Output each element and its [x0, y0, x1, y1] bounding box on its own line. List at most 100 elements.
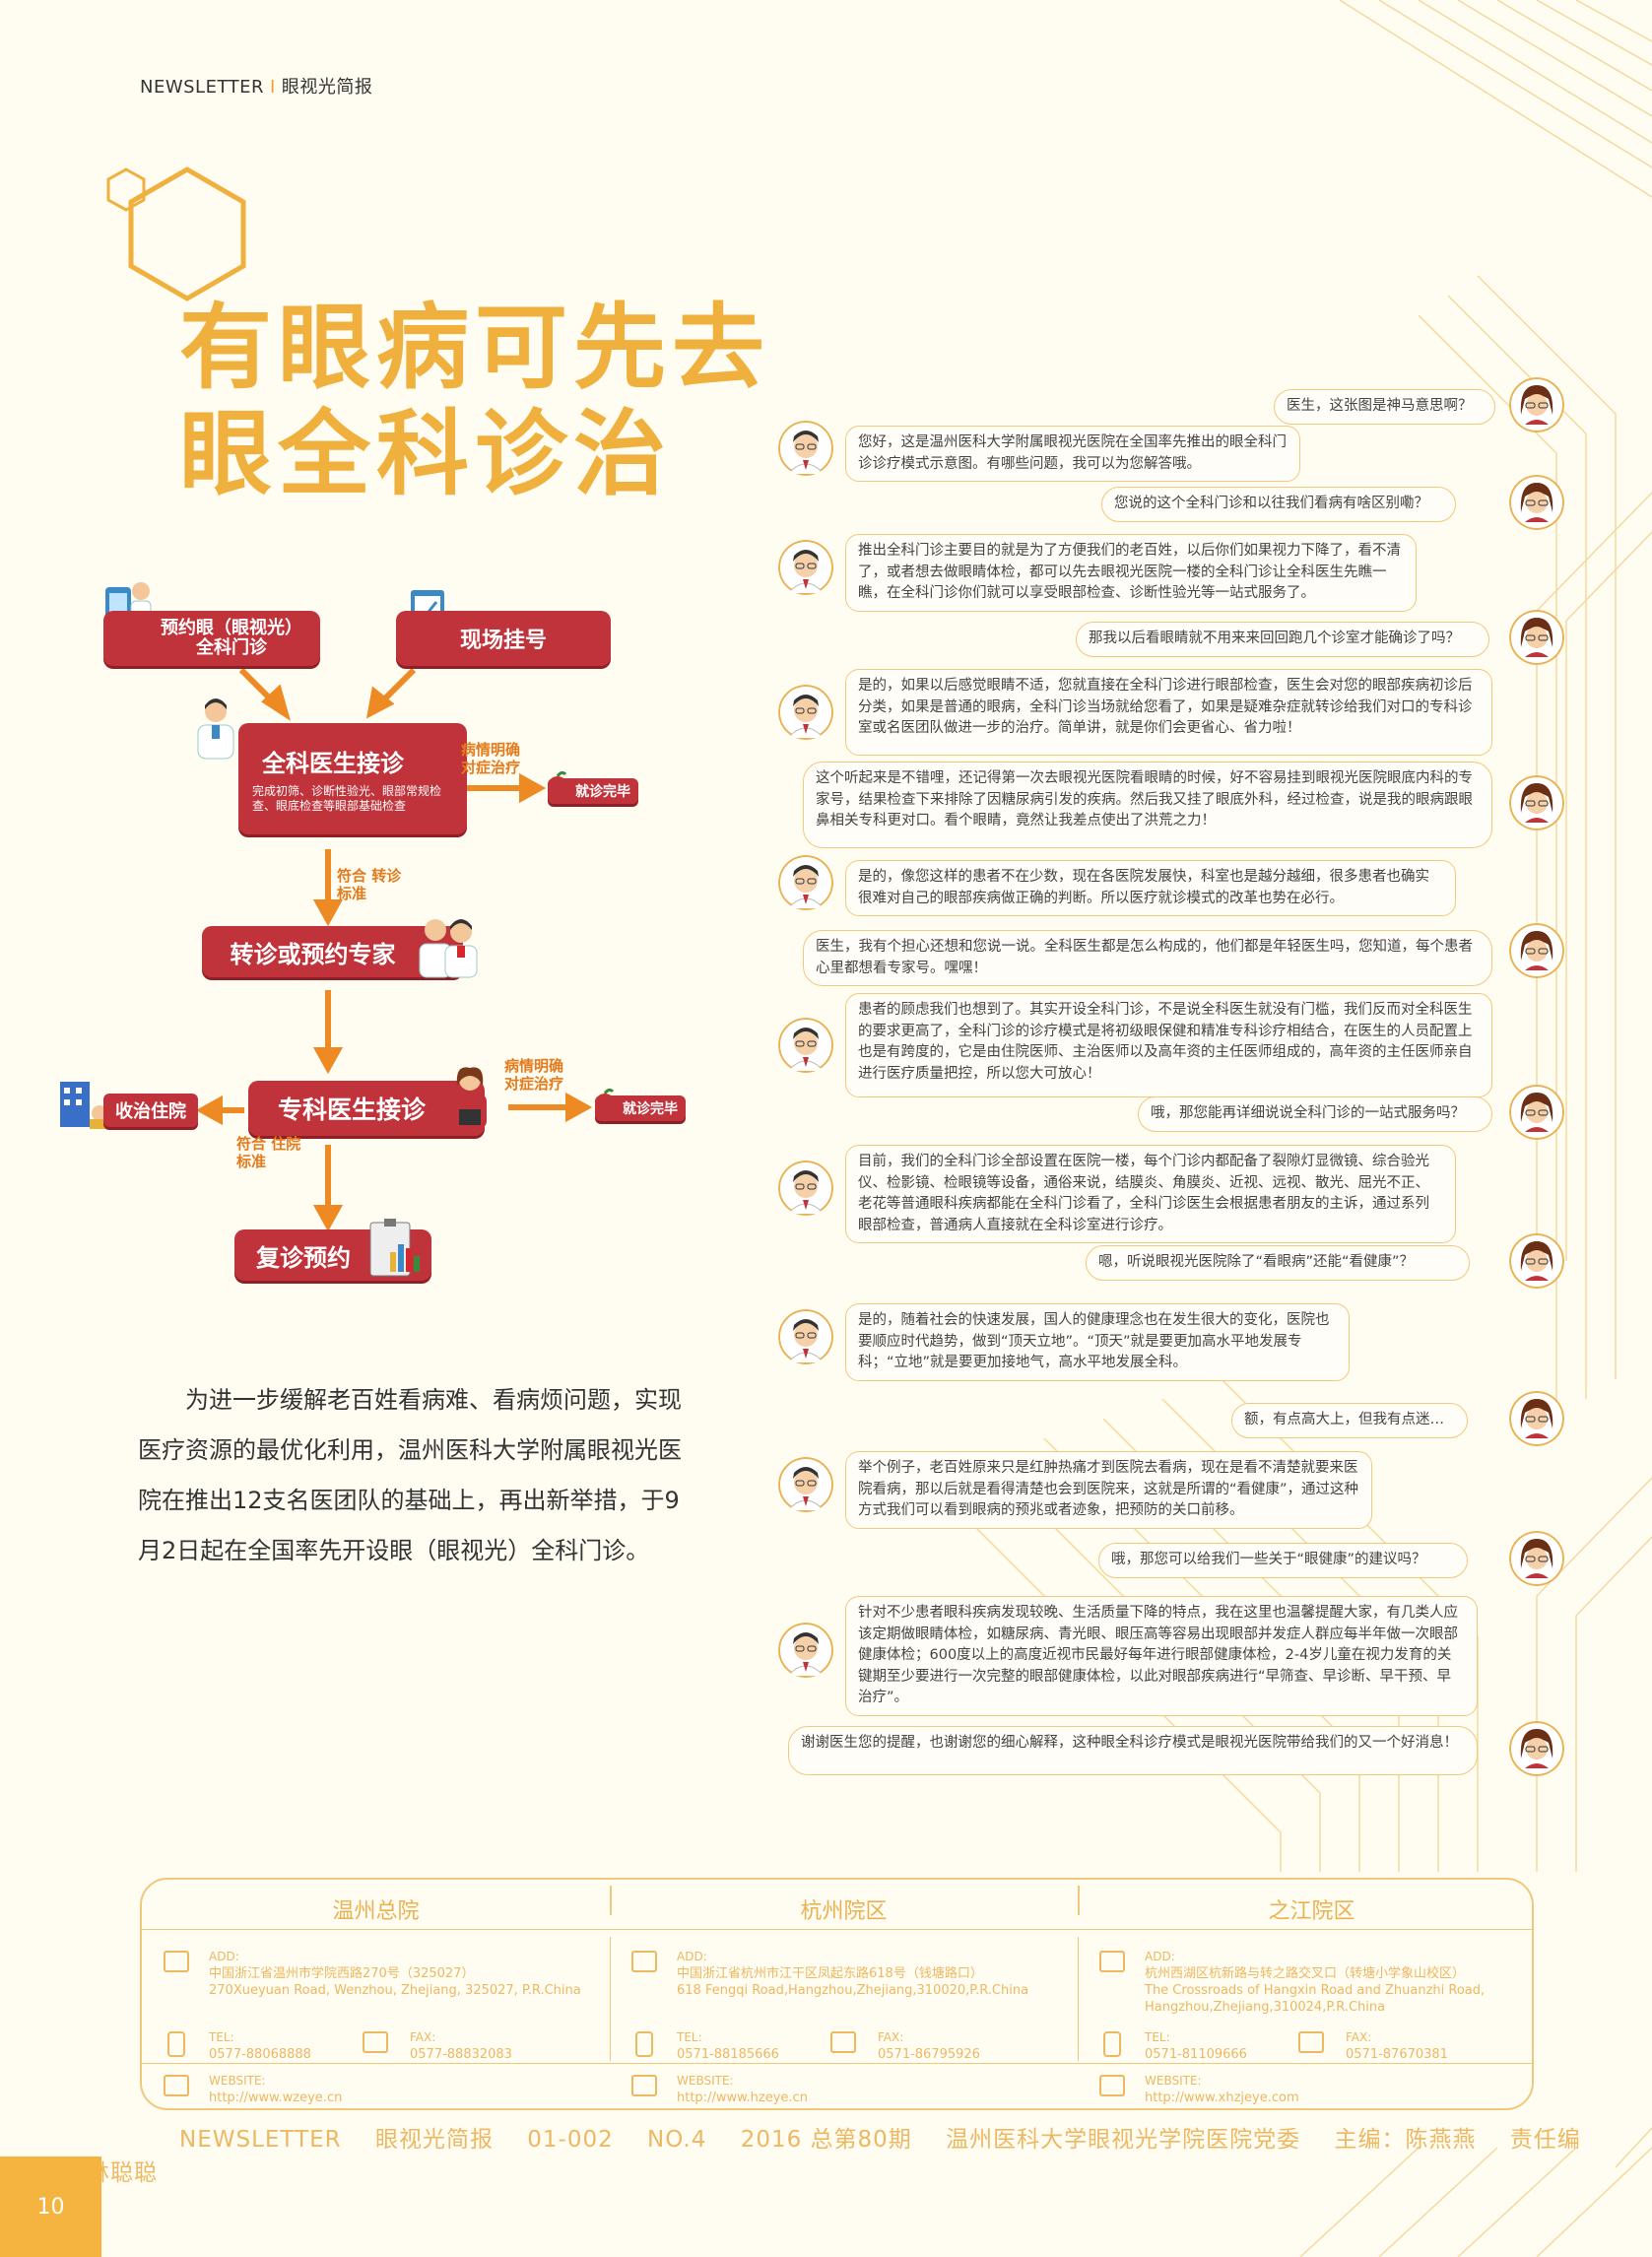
campus-fax: FAX: 0571-87670381 — [1346, 2029, 1448, 2063]
patient-message: 这个听起来是不错哩，还记得第一次去眼视光医院看眼睛的时候，好不容易挂到眼视光医院… — [803, 762, 1492, 848]
message-text: 哦，那您可以给我们一些关于“眼健康”的建议吗？ — [1111, 1552, 1426, 1567]
masthead-0: NEWSLETTER — [179, 2127, 342, 2153]
masthead-1: 眼视光简报 — [374, 2127, 494, 2153]
patient-avatar — [1509, 1391, 1564, 1446]
message-text: 嗯，听说眼视光医院除了“看眼病”还能“看健康”？ — [1098, 1254, 1415, 1270]
tel-label: TEL: — [1145, 2030, 1170, 2044]
patient-avatar — [1509, 1233, 1564, 1289]
title-line-2: 眼全科诊治 — [179, 401, 673, 508]
doctor-message: 目前，我们的全科门诊全部设置在医院一楼，每个门诊内都配备了裂隙灯显微镜、综合验光… — [845, 1145, 1456, 1243]
patient-avatar — [1509, 923, 1564, 978]
website-url[interactable]: http://www.hzeye.cn — [677, 2091, 808, 2105]
patient-avatar — [1509, 1531, 1564, 1586]
tel-number: 0571-81109666 — [1145, 2047, 1247, 2062]
flow-follow-up-label: 复诊预约 — [256, 1243, 351, 1272]
flow-gp-consult: 全科医生接诊 完成初筛、诊断性验光、眼部常规检查、眼底检查等眼部基础检查 — [238, 723, 467, 834]
doctor-avatar — [778, 1161, 833, 1216]
intro-paragraph: 为进一步缓解老百姓看病难、看病烦问题，实现医疗资源的最优化利用，温州医科大学附属… — [138, 1375, 699, 1576]
patient-message: 您说的这个全科门诊和以往我们看病有啥区别嘞？ — [1101, 487, 1456, 522]
patient-message: 医生，我有个担心还想和您说一说。全科医生都是怎么构成的，他们都是年轻医生吗，您知… — [803, 930, 1492, 986]
doctor-avatar-icon — [192, 697, 239, 761]
flow-done-2: 就诊完毕 — [595, 1095, 686, 1121]
masthead-3: NO.4 — [647, 2127, 707, 2153]
doctor-avatar — [778, 540, 833, 595]
patient-message: 嗯，听说眼视光医院除了“看眼病”还能“看健康”？ — [1086, 1245, 1470, 1281]
phone-icon — [167, 2031, 185, 2057]
flow-condition-1: 病情明确 对症治疗 — [461, 741, 521, 776]
doctor-message: 针对不少患者眼科疾病发现较晚、生活质量下降的特点，我在这里也温馨提醒大家，有几类… — [845, 1596, 1478, 1716]
address-label: ADD: — [677, 1950, 707, 1963]
patient-message: 谢谢医生您的提醒，也谢谢您的细心解释，这种眼全科诊疗模式是眼视光医院带给我们的又… — [788, 1726, 1478, 1775]
patient-message: 哦，那您能再详细说说全科门诊的一站式服务吗？ — [1138, 1096, 1492, 1132]
address-en: The Crossroads of Hangxin Road and Zhuan… — [1145, 1983, 1486, 2015]
flow-refer-expert-label: 转诊或预约专家 — [230, 940, 396, 968]
campus-name: 杭州院区 — [800, 1899, 888, 1924]
campus-fax: FAX:0571-86795926 — [878, 2029, 980, 2063]
doctor-avatar — [778, 421, 833, 476]
doctor-avatar — [778, 1018, 833, 1073]
message-text: 是的，随着社会的快速发展，国人的健康理念也在发生很大的变化，医院也要顺应时代趋势… — [858, 1312, 1330, 1370]
flow-gp-consult-label: 全科医生接诊 — [262, 750, 404, 777]
campus-tel: TEL:0577-88068888 — [209, 2029, 311, 2063]
patient-avatar — [1509, 1085, 1564, 1140]
patient-avatar — [1509, 775, 1564, 830]
hospital-icon — [54, 1072, 113, 1131]
header-separator: I — [270, 77, 276, 98]
specialist-doctor-icon — [445, 1066, 495, 1131]
website-url[interactable]: http://www.wzeye.cn — [209, 2091, 343, 2105]
fax-label: FAX: — [1346, 2030, 1372, 2044]
tel-label: TEL: — [677, 2030, 702, 2044]
flow-onsite-register-label: 现场挂号 — [459, 629, 547, 653]
flow-hospitalize: 收治住院 — [103, 1094, 198, 1127]
flow-book-online-label: 预约眼（眼视光）全科门诊 — [161, 618, 302, 658]
website-label: WEBSITE: — [1145, 2074, 1202, 2088]
message-text: 是的，如果以后感觉眼睛不适，您就直接在全科门诊进行眼部检查，医生会对您的眼部疾病… — [858, 678, 1473, 736]
doctor-message: 推出全科门诊主要目的就是为了方便我们的老百姓，以后你们如果视力下降了，看不清了，… — [845, 534, 1417, 612]
doctor-message: 是的，随着社会的快速发展，国人的健康理念也在发生很大的变化，医院也要顺应时代趋势… — [845, 1303, 1350, 1381]
fax-number: 0571-86795926 — [878, 2047, 980, 2062]
patient-avatar — [1509, 1721, 1564, 1776]
monitor-icon — [631, 2075, 657, 2096]
fax-icon — [363, 2031, 388, 2053]
fax-icon — [830, 2031, 856, 2053]
masthead-4: 2016 总第80期 — [740, 2127, 912, 2153]
fax-number: 0577-88832083 — [410, 2047, 512, 2062]
campus-website: WEBSITE: http://www.xhzjeye.com — [1145, 2073, 1299, 2106]
patient-avatar — [1509, 610, 1564, 665]
masthead-5: 温州医科大学眼视光学院医院党委 — [946, 2127, 1301, 2153]
message-text: 针对不少患者眼科疾病发现较晚、生活质量下降的特点，我在这里也温馨提醒大家，有几类… — [858, 1605, 1458, 1705]
fax-label: FAX: — [410, 2030, 436, 2044]
campus-address: ADD:中国浙江省杭州市江干区凤起东路618号（钱塘路口）618 Fengqi … — [677, 1949, 1066, 1999]
tel-number: 0577-88068888 — [209, 2047, 311, 2062]
page-title: 有眼病可先去 眼全科诊治 — [179, 296, 770, 508]
address-cn: 中国浙江省杭州市江干区凤起东路618号（钱塘路口） — [677, 1966, 983, 1981]
message-text: 举个例子，老百姓原来只是红肿热痛才到医院去看病，现在是看不清楚就要来医院看病，那… — [858, 1460, 1359, 1518]
flow-onsite-register: 现场挂号 — [396, 611, 611, 666]
tel-number: 0571-88185666 — [677, 2047, 779, 2062]
flow-book-online: 预约眼（眼视光）全科门诊 — [103, 611, 320, 666]
doctor-avatar — [778, 1309, 833, 1364]
footer-divider-4 — [1078, 1937, 1079, 2061]
campus-address: ADD:中国浙江省温州市学院西路270号（325027）270Xueyuan R… — [209, 1949, 598, 1999]
monitor-icon — [1099, 2075, 1125, 2096]
website-url[interactable]: http://www.xhzjeye.com — [1145, 2091, 1299, 2105]
fax-number: 0571-87670381 — [1346, 2047, 1448, 2062]
patient-avatar — [1509, 475, 1564, 530]
flow-done-1-label: 就诊完毕 — [575, 784, 630, 800]
message-text: 额，有点高大上，但我有点迷… — [1244, 1412, 1444, 1427]
message-text: 目前，我们的全科门诊全部设置在医院一楼，每个门诊内都配备了裂隙灯显微镜、综合验光… — [858, 1154, 1429, 1233]
footer-masthead: NEWSLETTER 眼视光简报 01-002 NO.4 2016 总第80期 … — [39, 2120, 1616, 2187]
doctor-avatar — [778, 1623, 833, 1678]
patient-message: 哦，那您可以给我们一些关于“眼健康”的建议吗？ — [1098, 1543, 1468, 1578]
flow-criteria-2: 符合 住院标准 — [236, 1135, 301, 1170]
campus-website: WEBSITE:http://www.hzeye.cn — [677, 2073, 808, 2106]
campus-tel: TEL: 0571-88185666 — [677, 2029, 779, 2063]
footer-divider-2 — [1078, 1886, 1080, 1915]
flow-done-2-label: 就诊完毕 — [623, 1101, 678, 1117]
flow-done-1: 就诊完毕 — [548, 778, 638, 804]
